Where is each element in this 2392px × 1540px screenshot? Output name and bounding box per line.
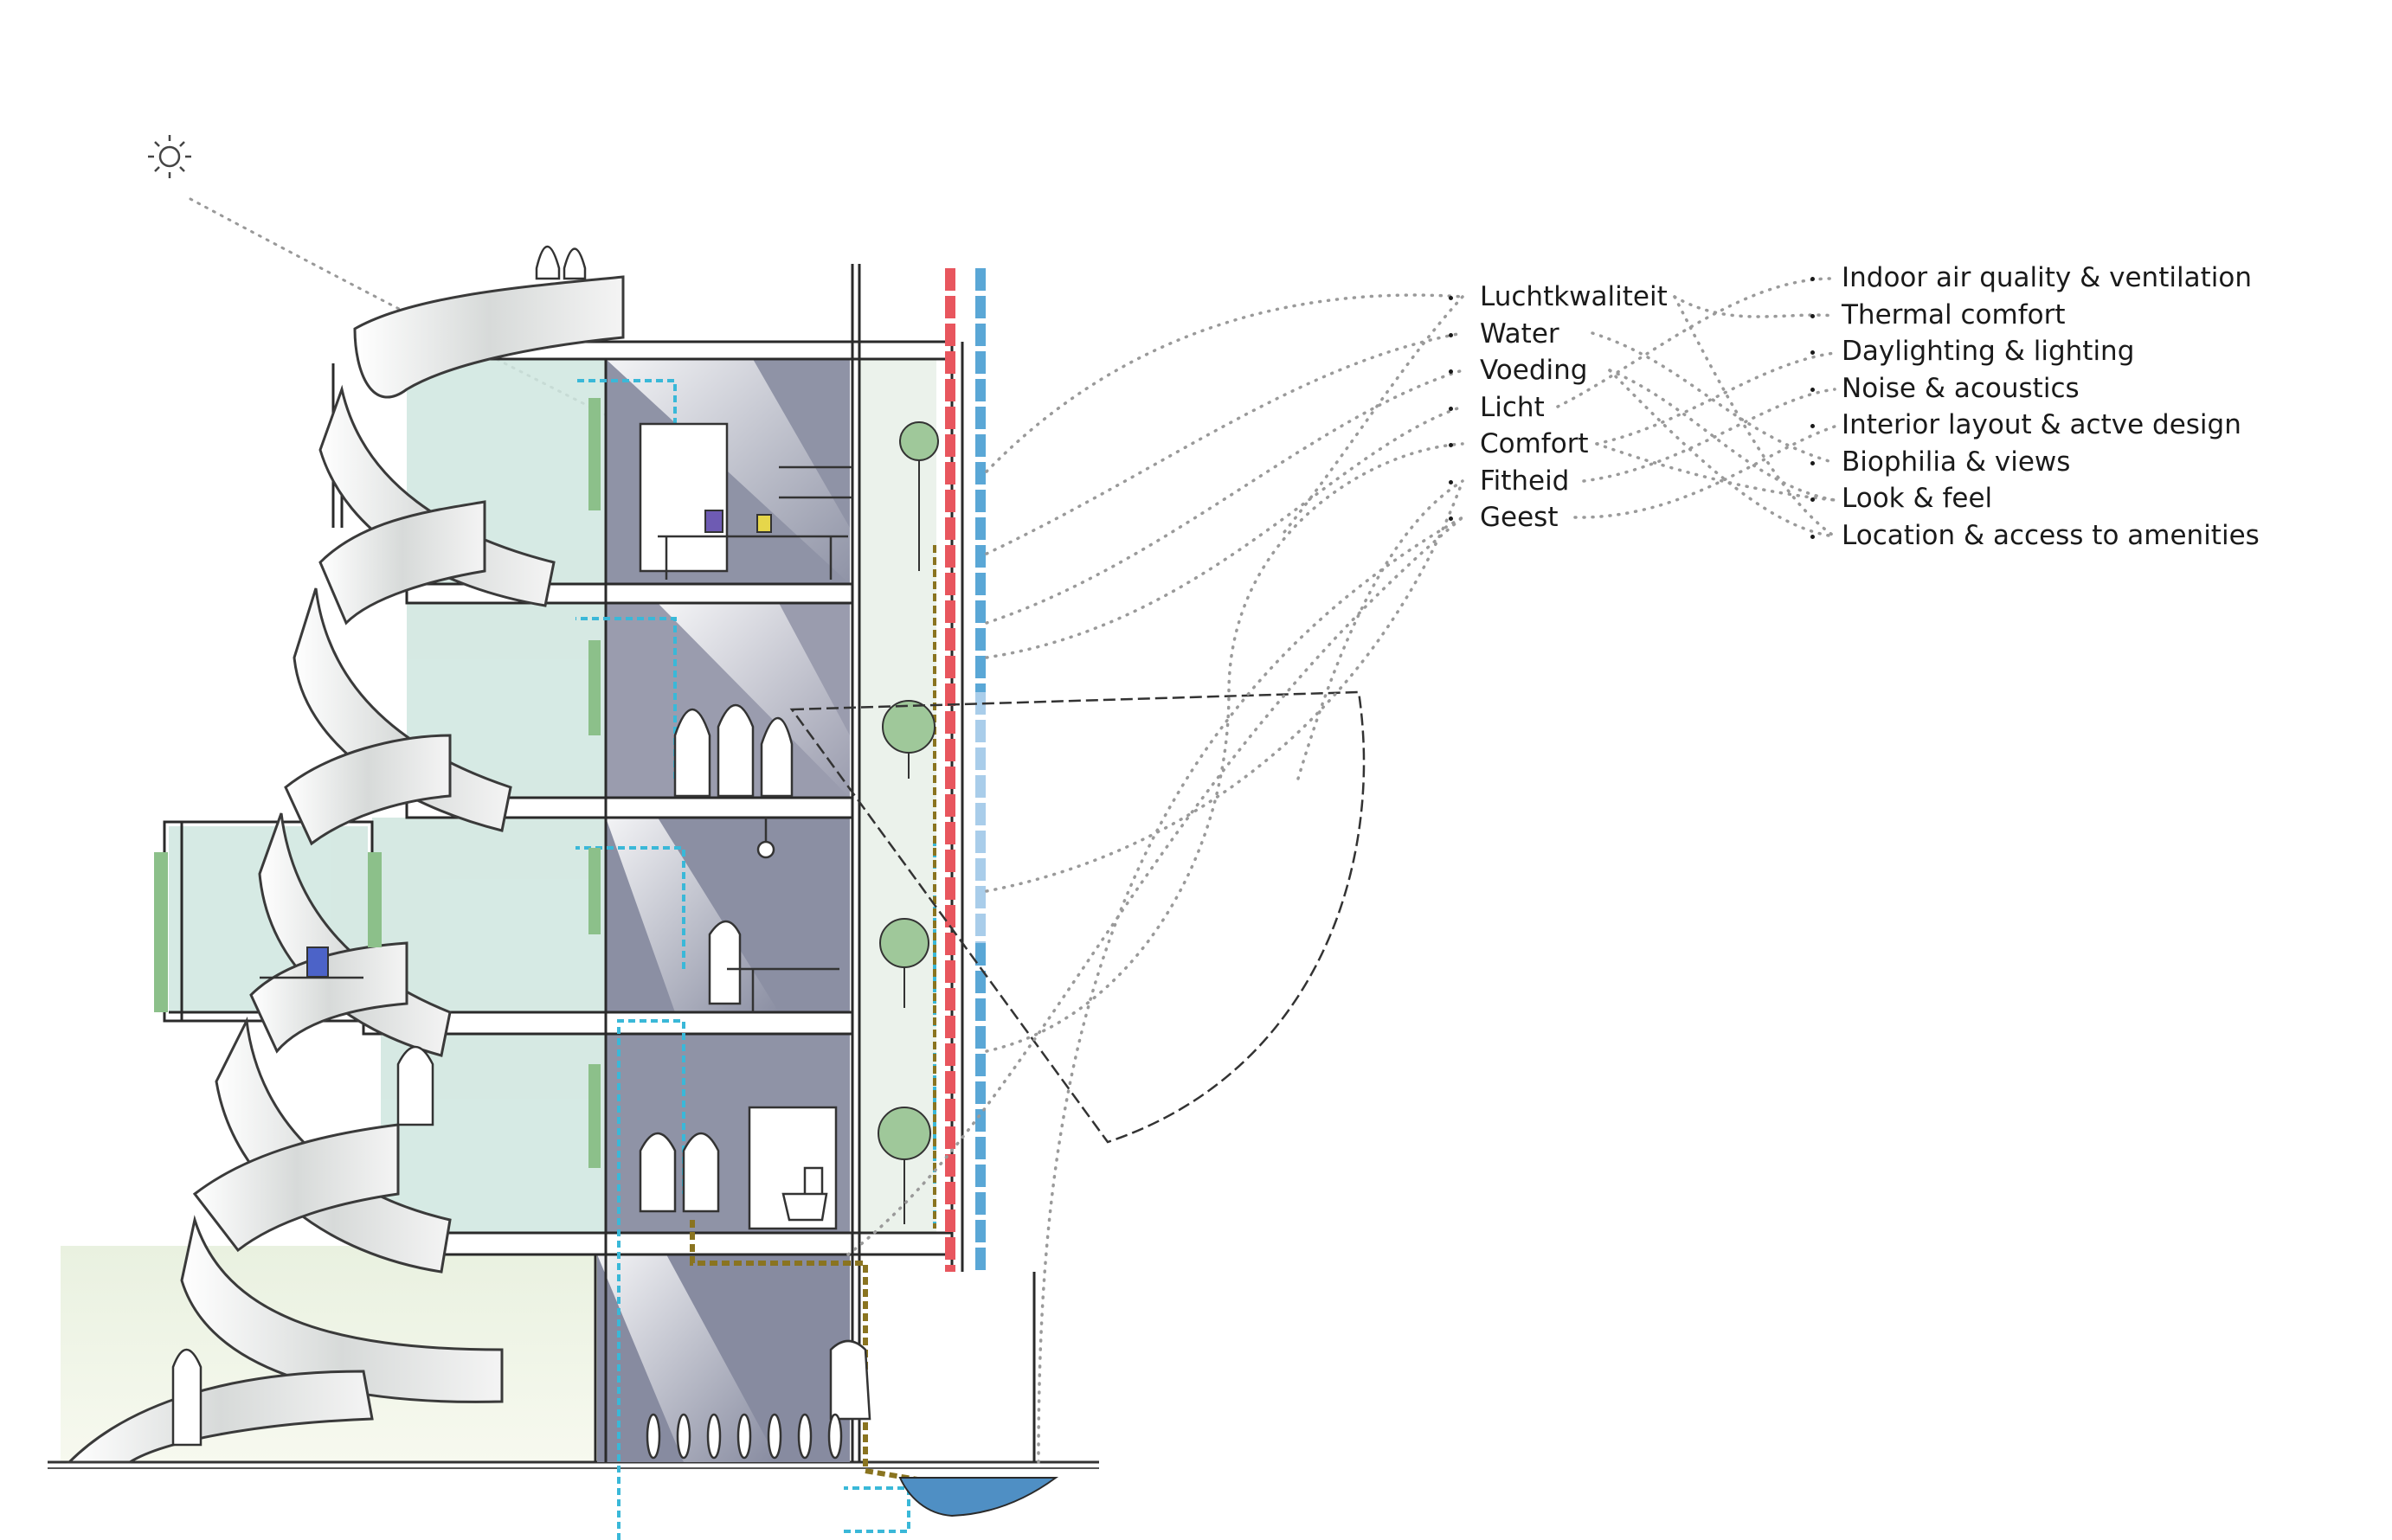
olive-flow-lines	[690, 545, 936, 1482]
dutch-category-label: Comfort	[1480, 428, 1589, 459]
bullet-icon	[1449, 479, 1453, 484]
toilet-icon	[781, 1166, 828, 1222]
english-category-item: Biophilia & views	[1810, 444, 2260, 481]
person-icon	[171, 246, 871, 1447]
dutch-category-item: Fitheid	[1449, 463, 1668, 500]
lamp-icon	[756, 818, 775, 859]
dotted-links	[846, 277, 1836, 1464]
english-category-item: Noise & acoustics	[1810, 370, 2260, 407]
dutch-category-label: Licht	[1480, 391, 1545, 423]
english-category-label: Interior layout & actve design	[1842, 409, 2241, 440]
english-category-label: Biophilia & views	[1842, 446, 2071, 478]
dutch-category-list: Luchtkwaliteit Water Voeding Licht Comfo…	[1449, 279, 1668, 536]
bullet-icon	[1449, 517, 1453, 521]
dutch-category-label: Water	[1480, 318, 1559, 350]
english-category-label: Location & access to amenities	[1842, 519, 2260, 551]
dutch-category-item: Licht	[1449, 389, 1668, 427]
bullet-icon	[1810, 497, 1815, 502]
spiral-ramp	[66, 275, 625, 1464]
dutch-category-item: Luchtkwaliteit	[1449, 279, 1668, 316]
service-ducts	[945, 268, 986, 1272]
english-category-item: Location & access to amenities	[1810, 517, 2260, 555]
dutch-category-item: Voeding	[1449, 352, 1668, 389]
english-category-label: Daylighting & lighting	[1842, 336, 2135, 367]
bullet-icon	[1810, 534, 1815, 539]
bullet-icon	[1449, 332, 1453, 337]
english-category-label: Indoor air quality & ventilation	[1842, 262, 2252, 293]
dutch-category-label: Fitheid	[1480, 465, 1570, 497]
bicycle-icon	[646, 1413, 843, 1460]
bullet-icon	[1810, 313, 1815, 318]
dutch-category-label: Luchtkwaliteit	[1480, 281, 1668, 312]
leaf-outline	[789, 690, 1366, 1144]
bullet-icon	[1810, 424, 1815, 428]
english-category-list: Indoor air quality & ventilation Thermal…	[1810, 260, 2260, 555]
water-pool	[898, 1477, 1059, 1518]
dutch-category-item: Comfort	[1449, 426, 1668, 463]
bullet-icon	[1449, 296, 1453, 300]
english-category-item: Daylighting & lighting	[1810, 333, 2260, 370]
dutch-category-label: Voeding	[1480, 355, 1588, 386]
english-category-item: Thermal comfort	[1810, 297, 2260, 334]
bullet-icon	[1449, 443, 1453, 447]
bullet-icon	[1449, 369, 1453, 374]
plant-icon	[154, 398, 939, 1224]
sun-icon	[148, 135, 191, 178]
dutch-category-item: Geest	[1449, 499, 1668, 536]
bullet-icon	[1810, 460, 1815, 465]
english-category-label: Look & feel	[1842, 483, 1993, 514]
green-zones	[169, 359, 936, 1233]
english-category-label: Noise & acoustics	[1842, 372, 2080, 404]
english-category-label: Thermal comfort	[1842, 298, 2066, 330]
bullet-icon	[1810, 277, 1815, 281]
dutch-category-item: Water	[1449, 316, 1668, 353]
dutch-category-label: Geest	[1480, 502, 1559, 533]
english-category-item: Interior layout & actve design	[1810, 407, 2260, 444]
english-category-item: Look & feel	[1810, 480, 2260, 517]
bullet-icon	[1810, 350, 1815, 355]
english-category-item: Indoor air quality & ventilation	[1810, 260, 2260, 297]
bullet-icon	[1449, 406, 1453, 411]
chair-colors	[306, 510, 772, 978]
bullet-icon	[1810, 387, 1815, 392]
